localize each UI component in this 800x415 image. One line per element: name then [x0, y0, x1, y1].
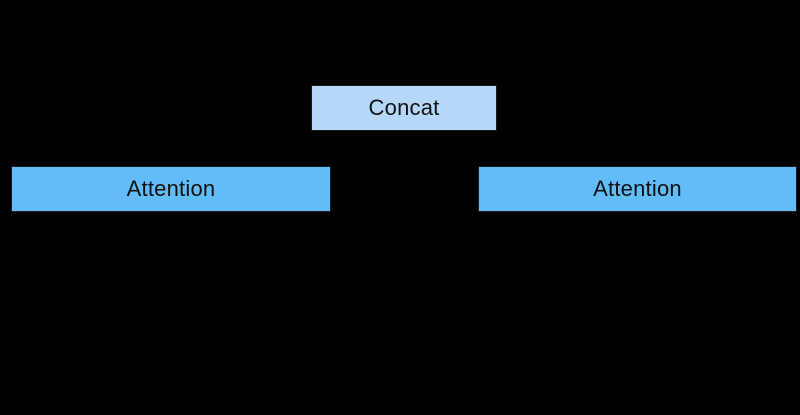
attention-left-node-label: Attention	[126, 176, 216, 201]
attention-right-node-label: Attention	[593, 176, 682, 201]
attention-left-node: Attention	[11, 166, 331, 212]
concat-node: Concat	[311, 85, 497, 131]
concat-node-label: Concat	[368, 95, 440, 120]
attention-right-node: Attention	[478, 166, 797, 212]
